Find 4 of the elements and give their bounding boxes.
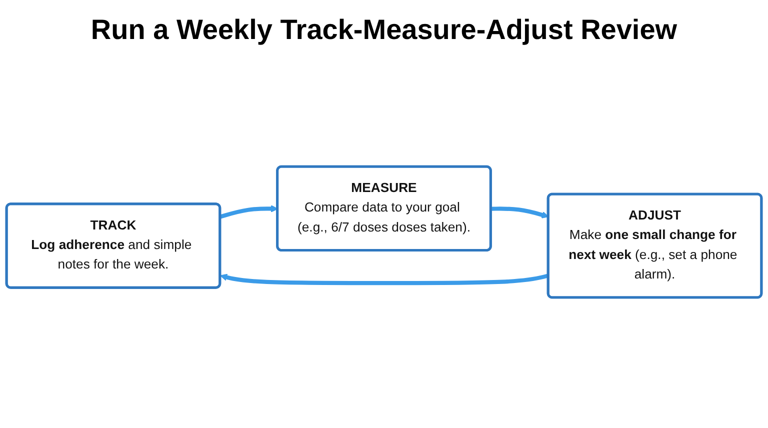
diagram-title: Run a Weekly Track-Measure-Adjust Review	[90, 14, 678, 46]
arrow	[491, 206, 549, 218]
arrow	[220, 274, 550, 286]
arrow	[220, 205, 278, 219]
